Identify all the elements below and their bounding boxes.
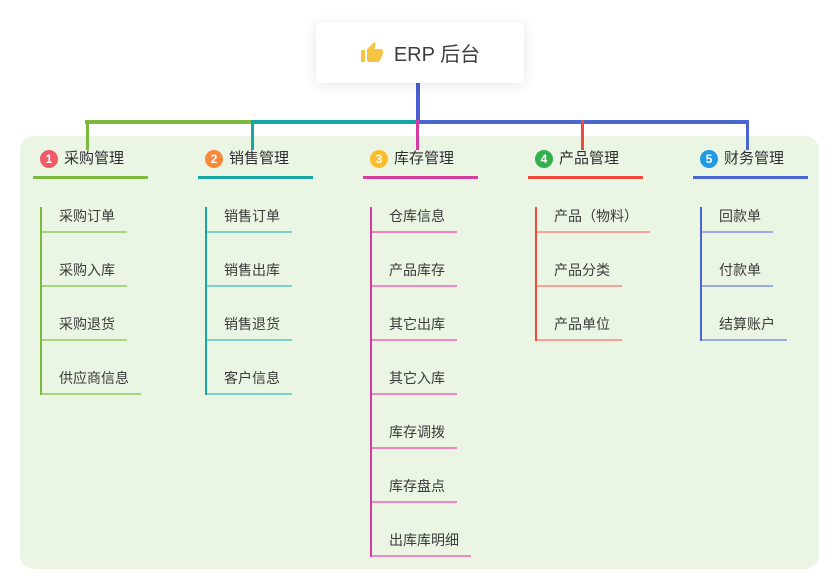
- branch-drop-connector-1: [86, 120, 89, 150]
- node-item-label: 库存盘点: [372, 477, 457, 503]
- node-item-label: 采购退货: [42, 315, 127, 341]
- branch-drop-connector-2: [251, 120, 254, 150]
- node-item[interactable]: 库存调拨: [372, 423, 513, 449]
- node-item-label: 供应商信息: [42, 369, 141, 395]
- branch-number-badge: 3: [370, 149, 388, 168]
- branch-2: 2 销售管理销售订单销售出库销售退货客户信息: [198, 148, 348, 395]
- branch-number-badge: 1: [40, 149, 58, 168]
- node-item-label: 产品库存: [372, 261, 457, 287]
- node-item[interactable]: 回款单: [702, 207, 839, 233]
- node-item-label: 产品分类: [537, 261, 622, 287]
- branch-title: 产品管理: [559, 150, 620, 167]
- node-item-label: 销售订单: [207, 207, 292, 233]
- node-item-label: 出库库明细: [372, 531, 471, 557]
- branch-3: 3 库存管理仓库信息产品库存其它出库其它入库库存调拨库存盘点出库库明细: [363, 148, 513, 557]
- branch-title: 采购管理: [64, 150, 125, 167]
- node-item[interactable]: 供应商信息: [42, 369, 183, 395]
- connector-horizontal-middle: [251, 120, 418, 124]
- branch-1: 1 采购管理采购订单采购入库采购退货供应商信息: [33, 148, 183, 395]
- node-item-label: 库存调拨: [372, 423, 457, 449]
- node-item-label: 付款单: [702, 261, 773, 287]
- branch-items: 仓库信息产品库存其它出库其它入库库存调拨库存盘点出库库明细: [370, 207, 513, 557]
- node-item[interactable]: 其它入库: [372, 369, 513, 395]
- branch-items: 销售订单销售出库销售退货客户信息: [205, 207, 348, 395]
- branch-header[interactable]: 3 库存管理: [363, 148, 478, 179]
- node-item-label: 采购订单: [42, 207, 127, 233]
- root-connector: [416, 83, 420, 124]
- node-item[interactable]: 产品分类: [537, 261, 678, 287]
- branch-title: 销售管理: [229, 150, 290, 167]
- branch-items: 回款单付款单结算账户: [700, 207, 839, 341]
- node-item[interactable]: 客户信息: [207, 369, 348, 395]
- branch-drop-connector-3: [416, 120, 419, 150]
- branch-header[interactable]: 2 销售管理: [198, 148, 313, 179]
- branches-panel: [20, 136, 819, 569]
- root-label: ERP 后台: [393, 44, 481, 66]
- node-item[interactable]: 销售退货: [207, 315, 348, 341]
- root-node[interactable]: ERP 后台: [316, 22, 524, 83]
- branch-items: 产品（物料） 产品分类产品单位: [535, 207, 678, 341]
- node-item[interactable]: 付款单: [702, 261, 839, 287]
- node-item[interactable]: 库存盘点: [372, 477, 513, 503]
- branch-drop-connector-5: [746, 120, 749, 150]
- branch-number-badge: 2: [205, 149, 223, 168]
- node-item-label: 产品（物料）: [537, 207, 650, 233]
- node-item-label: 其它出库: [372, 315, 457, 341]
- branch-items: 采购订单采购入库采购退货供应商信息: [40, 207, 183, 395]
- node-item-label: 结算账户: [702, 315, 787, 341]
- branch-header[interactable]: 1 采购管理: [33, 148, 148, 179]
- node-item[interactable]: 采购入库: [42, 261, 183, 287]
- node-item[interactable]: 产品（物料）: [537, 207, 678, 233]
- node-item[interactable]: 仓库信息: [372, 207, 513, 233]
- branch-drop-connector-4: [581, 120, 584, 150]
- branch-header[interactable]: 5 财务管理: [693, 148, 808, 179]
- node-item-label: 客户信息: [207, 369, 292, 395]
- branch-number-badge: 4: [535, 149, 553, 168]
- node-item[interactable]: 采购订单: [42, 207, 183, 233]
- node-item-label: 产品单位: [537, 315, 622, 341]
- node-item-label: 仓库信息: [372, 207, 457, 233]
- branch-number-badge: 5: [700, 149, 718, 168]
- node-item[interactable]: 出库库明细: [372, 531, 513, 557]
- node-item[interactable]: 采购退货: [42, 315, 183, 341]
- node-item-label: 销售退货: [207, 315, 292, 341]
- branch-title: 库存管理: [394, 150, 455, 167]
- branch-header[interactable]: 4 产品管理: [528, 148, 643, 179]
- branch-5: 5 财务管理回款单付款单结算账户: [693, 148, 839, 341]
- branch-4: 4 产品管理产品（物料） 产品分类产品单位: [528, 148, 678, 341]
- node-item[interactable]: 其它出库: [372, 315, 513, 341]
- node-item-label: 采购入库: [42, 261, 127, 287]
- node-item[interactable]: 销售出库: [207, 261, 348, 287]
- node-item[interactable]: 产品单位: [537, 315, 678, 341]
- node-item[interactable]: 产品库存: [372, 261, 513, 287]
- node-item-label: 销售出库: [207, 261, 292, 287]
- thumbs-up-icon: [360, 41, 384, 65]
- node-item[interactable]: 结算账户: [702, 315, 839, 341]
- node-item[interactable]: 销售订单: [207, 207, 348, 233]
- branch-title: 财务管理: [724, 150, 785, 167]
- connector-horizontal-left: [85, 120, 253, 124]
- node-item-label: 其它入库: [372, 369, 457, 395]
- node-item-label: 回款单: [702, 207, 773, 233]
